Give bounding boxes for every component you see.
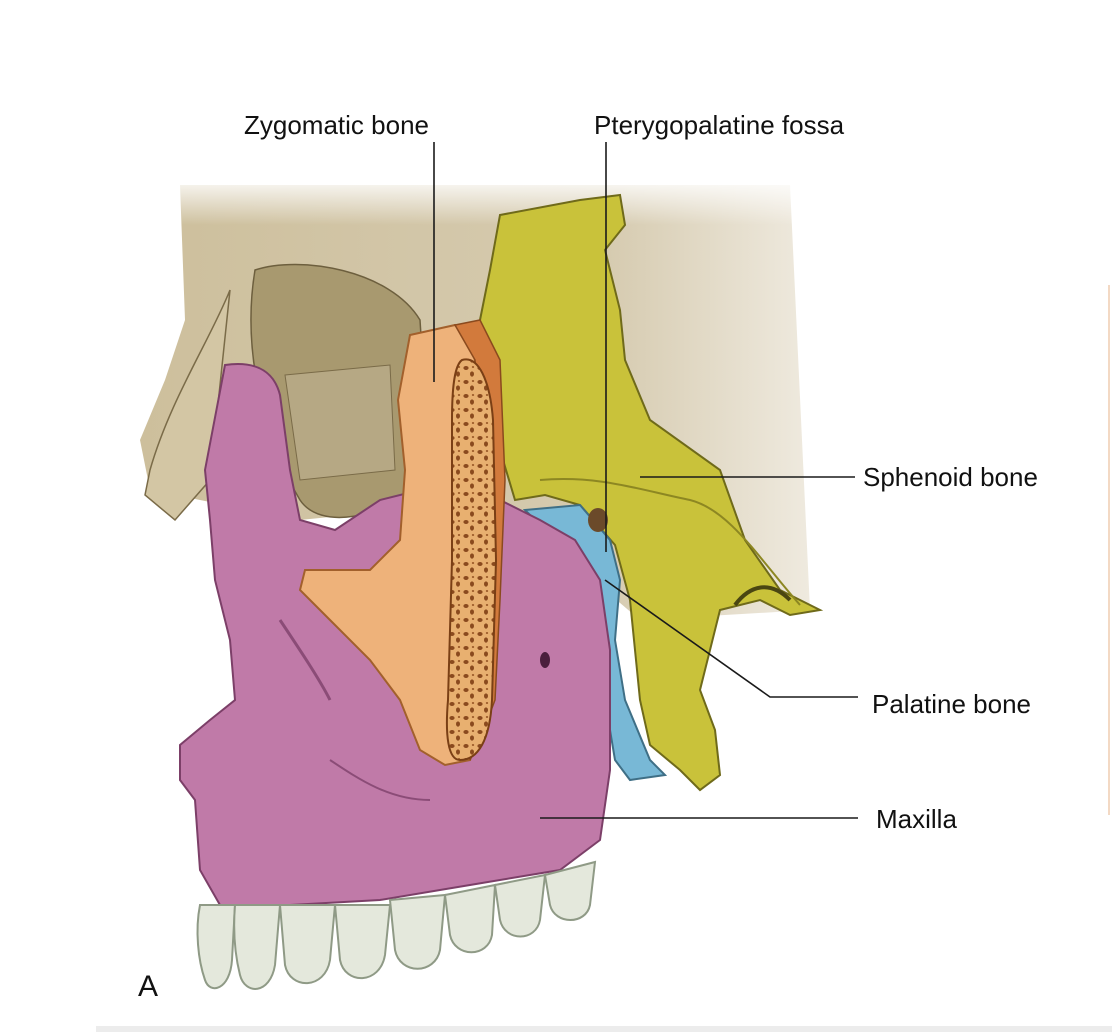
teeth [196,860,597,990]
label-sphenoid-bone: Sphenoid bone [863,462,1038,492]
leader-palatine [604,579,858,698]
label-palatine-bone: Palatine bone [872,689,1032,719]
sphenoid-bone [478,193,824,792]
zygomatic-cross-section [445,358,498,762]
panel-letter: A [138,970,159,1003]
leader-lines [433,142,858,819]
label-zygomatic-bone: Zygomatic bone [244,110,429,140]
page-edge [1108,285,1110,815]
bottom-divider [96,1026,1112,1032]
label-maxilla: Maxilla [876,804,957,834]
label-pterygopalatine-fossa: Pterygopalatine fossa [594,110,845,140]
